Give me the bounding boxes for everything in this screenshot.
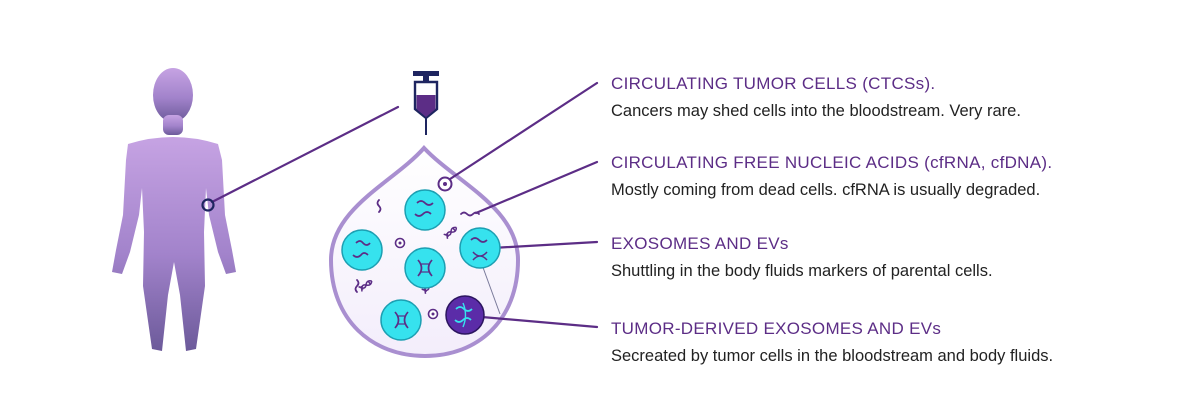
leader-line-cfna [474,160,599,215]
circulating-tumor-cell-nucleus [443,182,447,186]
rna-strand-icon [354,279,360,293]
arm-sample-marker [201,198,215,212]
dna-helix-icon [443,226,458,239]
tumor-derived-exosome [445,295,485,335]
label-title: CIRCULATING TUMOR CELLS (CTCSs). [611,74,936,93]
leader-line-ctc [445,81,599,183]
label-title: EXOSOMES AND EVs [611,234,789,253]
exosome [459,227,501,269]
syringe-icon [413,71,439,135]
leader-lines [210,81,599,329]
rna-strand-icon [460,211,480,217]
label-circulating-tumor-cells: CIRCULATING TUMOR CELLS (CTCSs). Cancers… [611,73,1191,122]
label-title: CIRCULATING FREE NUCLEIC ACIDS (cfRNA, c… [611,153,1053,172]
leader-line-exo [490,240,599,250]
label-description: Secreated by tumor cells in the bloodstr… [611,347,1054,365]
exosomes [341,189,501,341]
leader-line-arm [210,105,400,204]
label-circulating-free-nucleic-acids: CIRCULATING FREE NUCLEIC ACIDS (cfRNA, c… [611,152,1191,201]
human-silhouette-icon [112,68,236,351]
exosome [341,229,383,271]
label-title: TUMOR-DERIVED EXOSOMES AND EVs [611,319,942,338]
label-description: Mostly coming from dead cells. cfRNA is … [611,181,1041,199]
dna-helix-icon [358,280,373,292]
leader-line-tumor [480,315,599,329]
exosome [404,189,446,231]
label-description: Shuttling in the body fluids markers of … [611,262,993,280]
thin-connector-line [480,261,501,315]
exosome [380,299,422,341]
exosome [404,247,446,289]
rna-strand-icon [376,199,382,213]
free-rna-strands [354,199,480,293]
label-description: Cancers may shed cells into the bloodstr… [611,102,1021,120]
label-exosomes-and-evs: EXOSOMES AND EVs Shuttling in the body f… [611,233,1191,282]
label-tumor-derived-exosomes: TUMOR-DERIVED EXOSOMES AND EVs Secreated… [611,318,1191,367]
